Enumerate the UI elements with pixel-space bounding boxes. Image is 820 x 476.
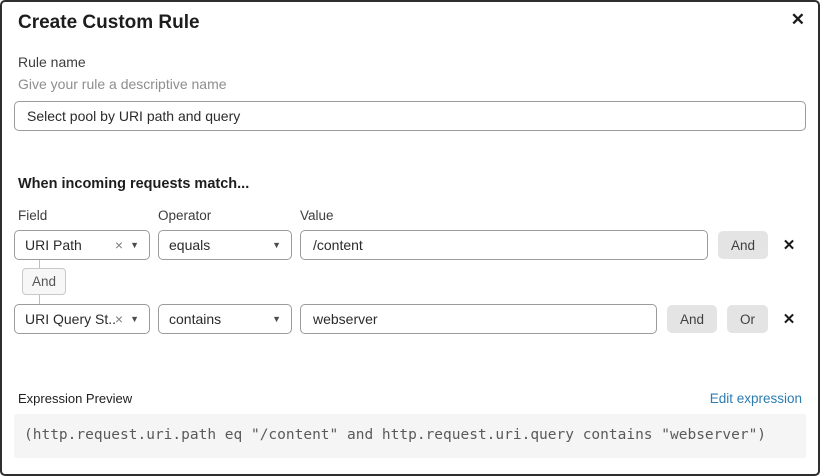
and-button[interactable]: And [717,231,768,259]
and-connector-badge: And [22,268,67,295]
close-icon: ✕ [790,10,805,29]
remove-icon: ✕ [782,311,796,328]
clear-selection-icon[interactable]: × [114,311,124,327]
remove-condition-button[interactable]: ✕ [772,310,806,328]
field-column-label: Field [18,208,48,223]
rule-name-hint: Give your rule a descriptive name [18,76,227,92]
chevron-down-icon: ▼ [272,239,281,250]
expression-preview-code: (http.request.uri.path eq "/content" and… [14,414,806,458]
field-select[interactable]: URI Path × ▼ [14,230,150,260]
operator-select-value: equals [169,237,211,253]
clear-selection-icon[interactable]: × [114,237,124,253]
condition-column-labels: Field Operator Value [18,208,802,223]
value-input[interactable] [300,230,708,260]
operator-select[interactable]: equals ▼ [158,230,292,260]
chevron-down-icon: ▼ [130,313,139,324]
rule-name-label: Rule name [18,54,86,70]
chevron-down-icon: ▼ [272,313,281,324]
condition-row: URI Path × ▼ equals ▼ And ✕ [14,230,806,260]
match-section-heading: When incoming requests match... [18,176,250,192]
operator-column-label: Operator [158,208,212,223]
expression-preview-header: Expression Preview Edit expression [18,391,802,406]
condition-row: URI Query St... × ▼ contains ▼ And Or ✕ [14,304,806,334]
condition-connector: And [18,260,78,304]
operator-select-value: contains [169,311,222,327]
or-button[interactable]: Or [727,305,768,333]
rule-name-input[interactable] [14,101,806,131]
field-select-value: URI Path [25,237,82,253]
field-select[interactable]: URI Query St... × ▼ [14,304,150,334]
expression-preview-label: Expression Preview [18,391,133,406]
chevron-down-icon: ▼ [130,239,139,250]
remove-icon: ✕ [782,237,796,254]
edit-expression-link[interactable]: Edit expression [709,391,802,406]
close-button[interactable]: ✕ [787,7,809,32]
dialog-title: Create Custom Rule [18,12,200,33]
operator-select[interactable]: contains ▼ [158,304,292,334]
remove-condition-button[interactable]: ✕ [772,236,806,254]
value-input[interactable] [300,304,657,334]
and-button[interactable]: And [666,305,717,333]
value-column-label: Value [300,208,334,223]
field-select-value: URI Query St... [25,311,115,327]
